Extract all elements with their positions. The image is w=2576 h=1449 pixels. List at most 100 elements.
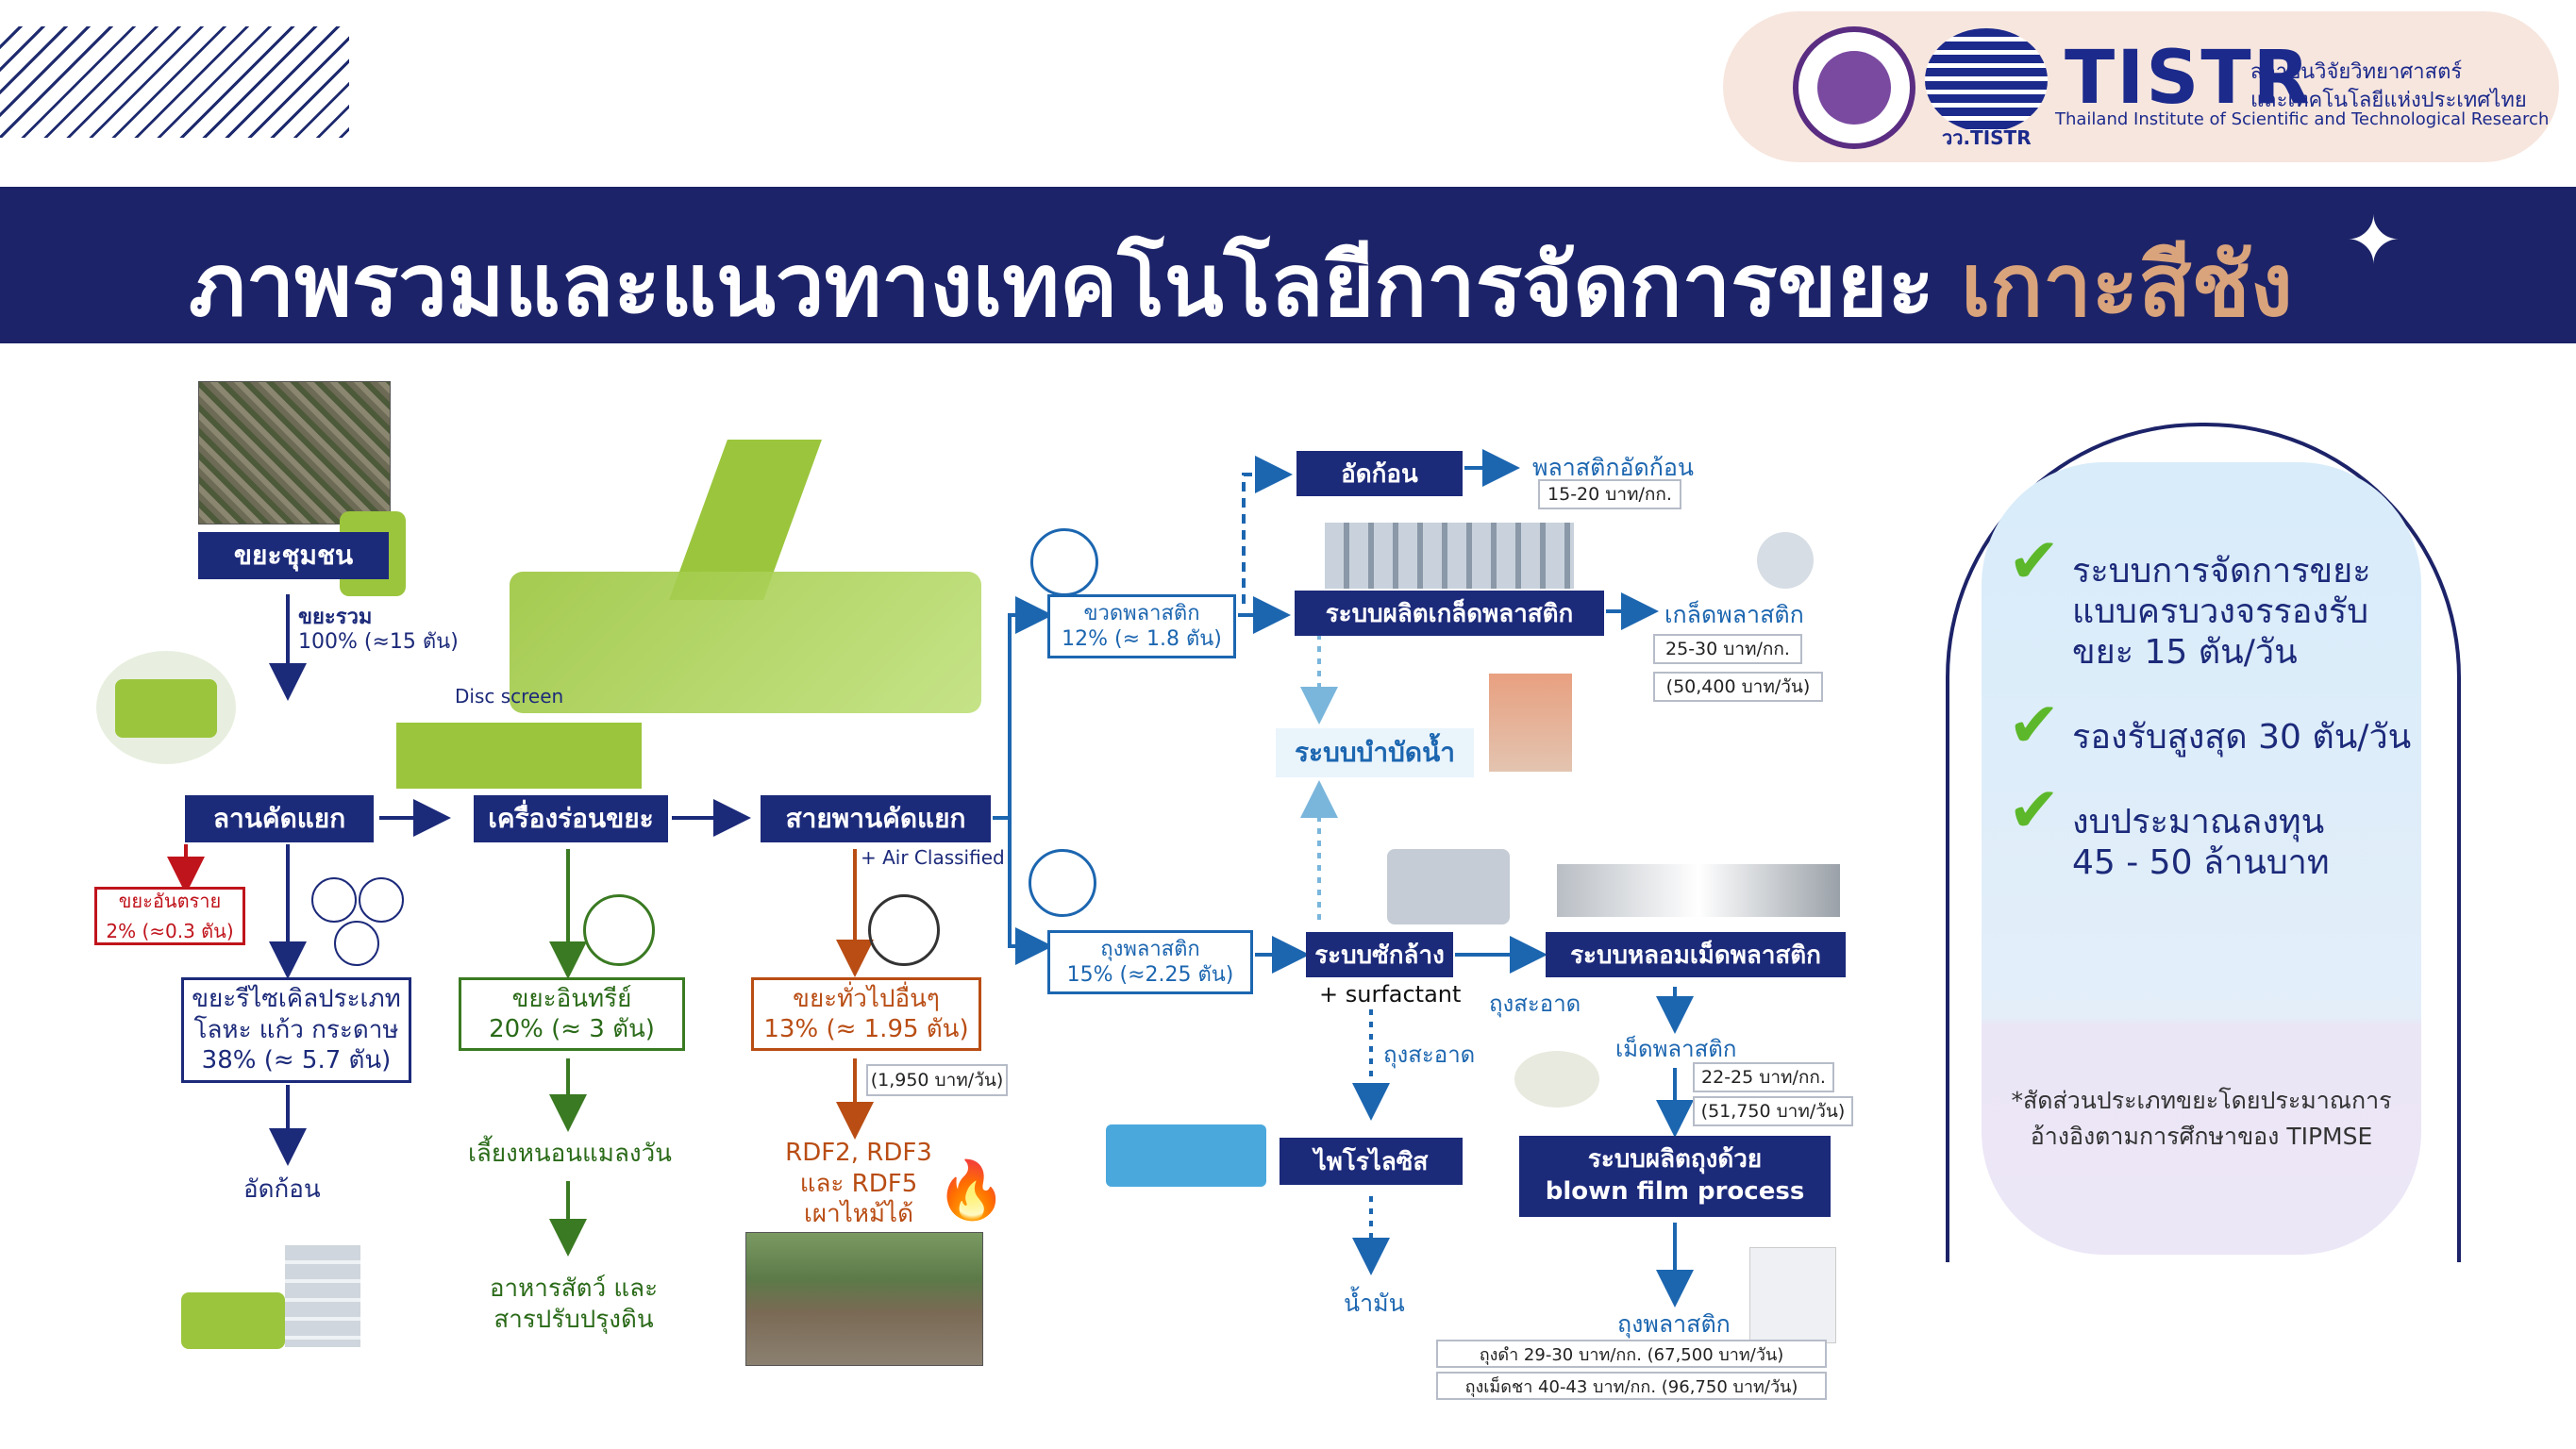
blown-line-2: blown film process	[1545, 1177, 1805, 1206]
footnote-line-2: อ้างอิงตามการศึกษาของ TIPMSE	[2030, 1122, 2373, 1150]
blown-line-1: ระบบผลิตถุงด้วย	[1587, 1145, 1763, 1174]
total-waste-label: ขยะรวม	[298, 606, 373, 629]
air-classified-label: + Air Classified	[861, 846, 1005, 869]
rdf-facility-photo	[745, 1232, 983, 1366]
rdf-label: RDF2, RDF3 และ RDF5 เผาไหม้ได้	[764, 1138, 953, 1230]
flake-price-box-1: 25-30 บาท/กก.	[1653, 634, 1802, 664]
summary-panel-frame	[1946, 423, 2461, 1262]
screener-box: เครื่องร่อนขยะ	[474, 795, 668, 842]
check-icon: ✔	[2008, 774, 2061, 846]
pellet-price-box-2: (51,750 บาท/วัน)	[1693, 1096, 1853, 1126]
washing-box: ระบบซักล้าง	[1306, 932, 1453, 977]
sorting-yard-box: ลานคัดแยก	[185, 795, 374, 842]
bsf-label: เลี้ยงหนอนแมลงวัน	[468, 1140, 672, 1168]
disc-screen-label: Disc screen	[455, 685, 564, 708]
no-burn-icon	[868, 894, 940, 966]
sorting-facility-illustration	[321, 440, 1008, 789]
pyrolysis-box: ไพโรไลซิส	[1280, 1138, 1463, 1185]
check-icon: ✔	[2008, 525, 2061, 597]
blown-film-box: ระบบผลิตถุงด้วย blown film process	[1519, 1136, 1831, 1217]
bag-line-1: ถุงพลาสติก	[1100, 937, 1200, 961]
recycle-line-2: โลหะ แก้ว กระดาษ	[193, 1015, 399, 1044]
general-price-box: (1,950 บาท/วัน)	[866, 1064, 1008, 1096]
plastic-bag-icon	[1029, 849, 1096, 917]
bottle-line-1: ขวดพลาสติก	[1083, 601, 1200, 625]
conveyor-box: สายพานคัดแยก	[761, 795, 991, 842]
summary-item-1-line-1: ระบบการจัดการขยะ	[2072, 552, 2371, 591]
washing-machine-illustration	[1387, 849, 1510, 924]
feed-line-2: สารปรับปรุงดิน	[493, 1305, 654, 1334]
tistr-globe-icon	[1925, 28, 2048, 132]
logo-thai-line-2: และเทคโนโลยีแห่งประเทศไทย	[2250, 89, 2527, 112]
title-banner	[0, 187, 2576, 343]
organic-line-2: 20% (≈ 3 ตัน)	[489, 1015, 655, 1043]
logo-sub-text: วว.TISTR	[1942, 126, 2032, 149]
logo-english-name: Thailand Institute of Scientific and Tec…	[2055, 109, 2550, 129]
flake-label: เกล็ดพลาสติก	[1664, 601, 1804, 628]
summary-item-2: รองรับสูงสุด 30 ตัน/วัน	[2072, 718, 2412, 757]
feed-line-1: อาหารสัตว์ และ	[489, 1274, 659, 1303]
plastic-bags-illustration	[1749, 1247, 1836, 1343]
clean-bag-label-1: ถุงสะอาด	[1489, 991, 1581, 1017]
summary-item-1-line-2: แบบครบวงจรรองรับ	[2072, 592, 2369, 632]
summary-item-3-line-2: 45 - 50 ล้านบาท	[2072, 843, 2330, 883]
recyclable-waste-box: ขยะรีไซเคิลประเภท โลหะ แก้ว กระดาษ 38% (…	[181, 977, 411, 1083]
pellets-label: เม็ดพลาสติก	[1615, 1036, 1737, 1062]
garbage-truck-illustration	[96, 651, 236, 764]
bottle-line-2: 12% (≈ 1.8 ตัน)	[1062, 627, 1222, 651]
bag-price-box-1: ถุงดำ 29-30 บาท/กก. (67,500 บาท/วัน)	[1436, 1340, 1827, 1368]
organic-line-1: ขยะอินทรีย์	[511, 984, 632, 1013]
general-line-2: 13% (≈ 1.95 ตัน)	[763, 1015, 969, 1043]
bag-price-box-2: ถุงเม็ดชา 40-43 บาท/กก. (96,750 บาท/วัน)	[1436, 1372, 1827, 1400]
ministry-seal-icon	[1793, 26, 1915, 149]
footnote: *สัดส่วนประเภทขยะโดยประมาณการ อ้างอิงตาม…	[2000, 1083, 2402, 1154]
summary-item-1: ระบบการจัดการขยะ แบบครบวงจรรองรับ ขยะ 15…	[2072, 551, 2371, 674]
general-waste-box: ขยะทั่วไปอื่นๆ 13% (≈ 1.95 ตัน)	[751, 977, 981, 1051]
general-line-1: ขยะทั่วไปอื่นๆ	[793, 984, 940, 1013]
hatch-decoration	[0, 26, 349, 138]
surfactant-label: + surfactant	[1319, 981, 1462, 1008]
pellet-price-box-1: 22-25 บาท/กก.	[1693, 1062, 1834, 1092]
community-waste-photo	[198, 381, 391, 525]
bag-product-label: ถุงพลาสติก	[1617, 1310, 1731, 1338]
bottle-icon	[1030, 528, 1098, 596]
hazardous-waste-box: ขยะอันตราย 2% (≈0.3 ตัน)	[94, 887, 245, 945]
baled-plastic-label: พลาสติกอัดก้อน	[1532, 454, 1694, 481]
organic-icon	[583, 894, 655, 966]
total-waste-value: 100% (≈15 ตัน)	[298, 630, 459, 654]
pelletizer-box: ระบบหลอมเม็ดพลาสติก	[1546, 932, 1846, 977]
flake-system-box: ระบบผลิตเกล็ดพลาสติก	[1295, 591, 1604, 636]
recycle-line-3: 38% (≈ 5.7 ตัน)	[201, 1046, 392, 1075]
feed-label: อาหารสัตว์ และ สารปรับปรุงดิน	[462, 1274, 685, 1335]
water-treatment-box: ระบบบำบัดน้ำ	[1276, 728, 1474, 777]
hazardous-line-1: ขยะอันตราย	[118, 890, 222, 912]
page-title-accent: เกาะสีชัง	[1961, 235, 2293, 336]
summary-item-3-line-1: งบประมาณลงทุน	[2072, 803, 2325, 841]
flake-price-box-2: (50,400 บาท/วัน)	[1653, 672, 1823, 702]
plastic-bag-box: ถุงพลาสติก 15% (≈2.25 ตัน)	[1047, 930, 1253, 994]
logo-thai-line-1: สถาบันวิจัยวิทยาศาสตร์	[2250, 60, 2463, 84]
forklift-illustration	[181, 1245, 360, 1368]
water-treatment-illustration	[1489, 674, 1572, 772]
hazardous-line-2: 2% (≈0.3 ตัน)	[106, 920, 234, 942]
pellets-illustration	[1514, 1051, 1599, 1108]
flake-machine-illustration	[1325, 523, 1574, 589]
baling-box: อัดก้อน	[1296, 451, 1463, 496]
tistr-logo-text: TISTR	[2065, 36, 2312, 121]
fire-icon: 🔥	[936, 1158, 1007, 1224]
summary-item-1-line-3: ขยะ 15 ตัน/วัน	[2072, 633, 2298, 673]
pyrolysis-illustration	[1106, 1124, 1266, 1187]
bale-label: อัดก้อน	[243, 1175, 321, 1204]
recycle-materials-icon	[311, 877, 406, 968]
rdf-line-1: RDF2, RDF3	[785, 1139, 932, 1167]
rdf-line-2: และ RDF5	[799, 1169, 918, 1198]
summary-item-3: งบประมาณลงทุน 45 - 50 ล้านบาท	[2072, 802, 2330, 883]
oil-label: น้ำมัน	[1344, 1290, 1405, 1317]
flake-sample-illustration	[1757, 532, 1814, 589]
bag-line-2: 15% (≈2.25 ตัน)	[1066, 963, 1234, 987]
page-title: ภาพรวมและแนวทางเทคโนโลยีการจัดการขยะ	[189, 235, 1934, 336]
rdf-line-3: เผาไหม้ได้	[803, 1200, 914, 1228]
check-icon: ✔	[2008, 689, 2061, 761]
community-waste-box: ขยะชุมชน	[198, 532, 389, 579]
